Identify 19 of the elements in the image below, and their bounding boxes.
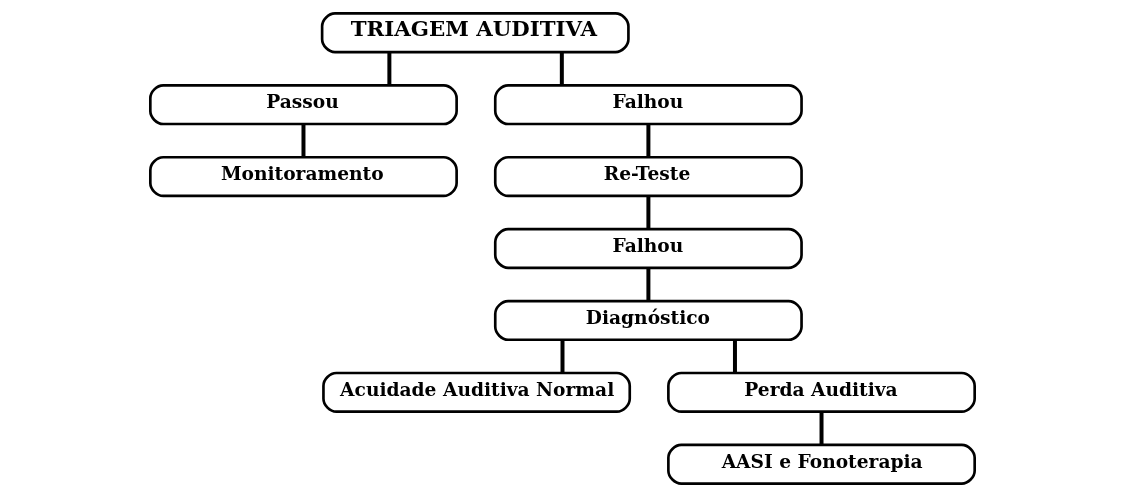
node-box: Re-Teste (493, 155, 803, 198)
connector (386, 52, 391, 86)
connector (301, 124, 305, 157)
node-box: Diagnóstico (493, 299, 803, 342)
node-box: TRIAGEM AUDITIVA (320, 12, 630, 54)
node-box: AASI e Fonoterapia (666, 443, 976, 485)
connector (560, 340, 564, 373)
connector (559, 52, 564, 86)
connector (732, 340, 737, 373)
node-box: Passou (148, 84, 458, 126)
node-box: Falhou (493, 84, 803, 126)
node-box: Falhou (493, 227, 803, 270)
connector (645, 268, 650, 301)
node-box: Perda Auditiva (666, 371, 976, 413)
connector (645, 124, 650, 157)
node-box: Acuidade Auditiva Normal (321, 371, 631, 413)
connector (645, 196, 650, 229)
node-box: Monitoramento (148, 155, 458, 198)
connector (819, 412, 823, 445)
